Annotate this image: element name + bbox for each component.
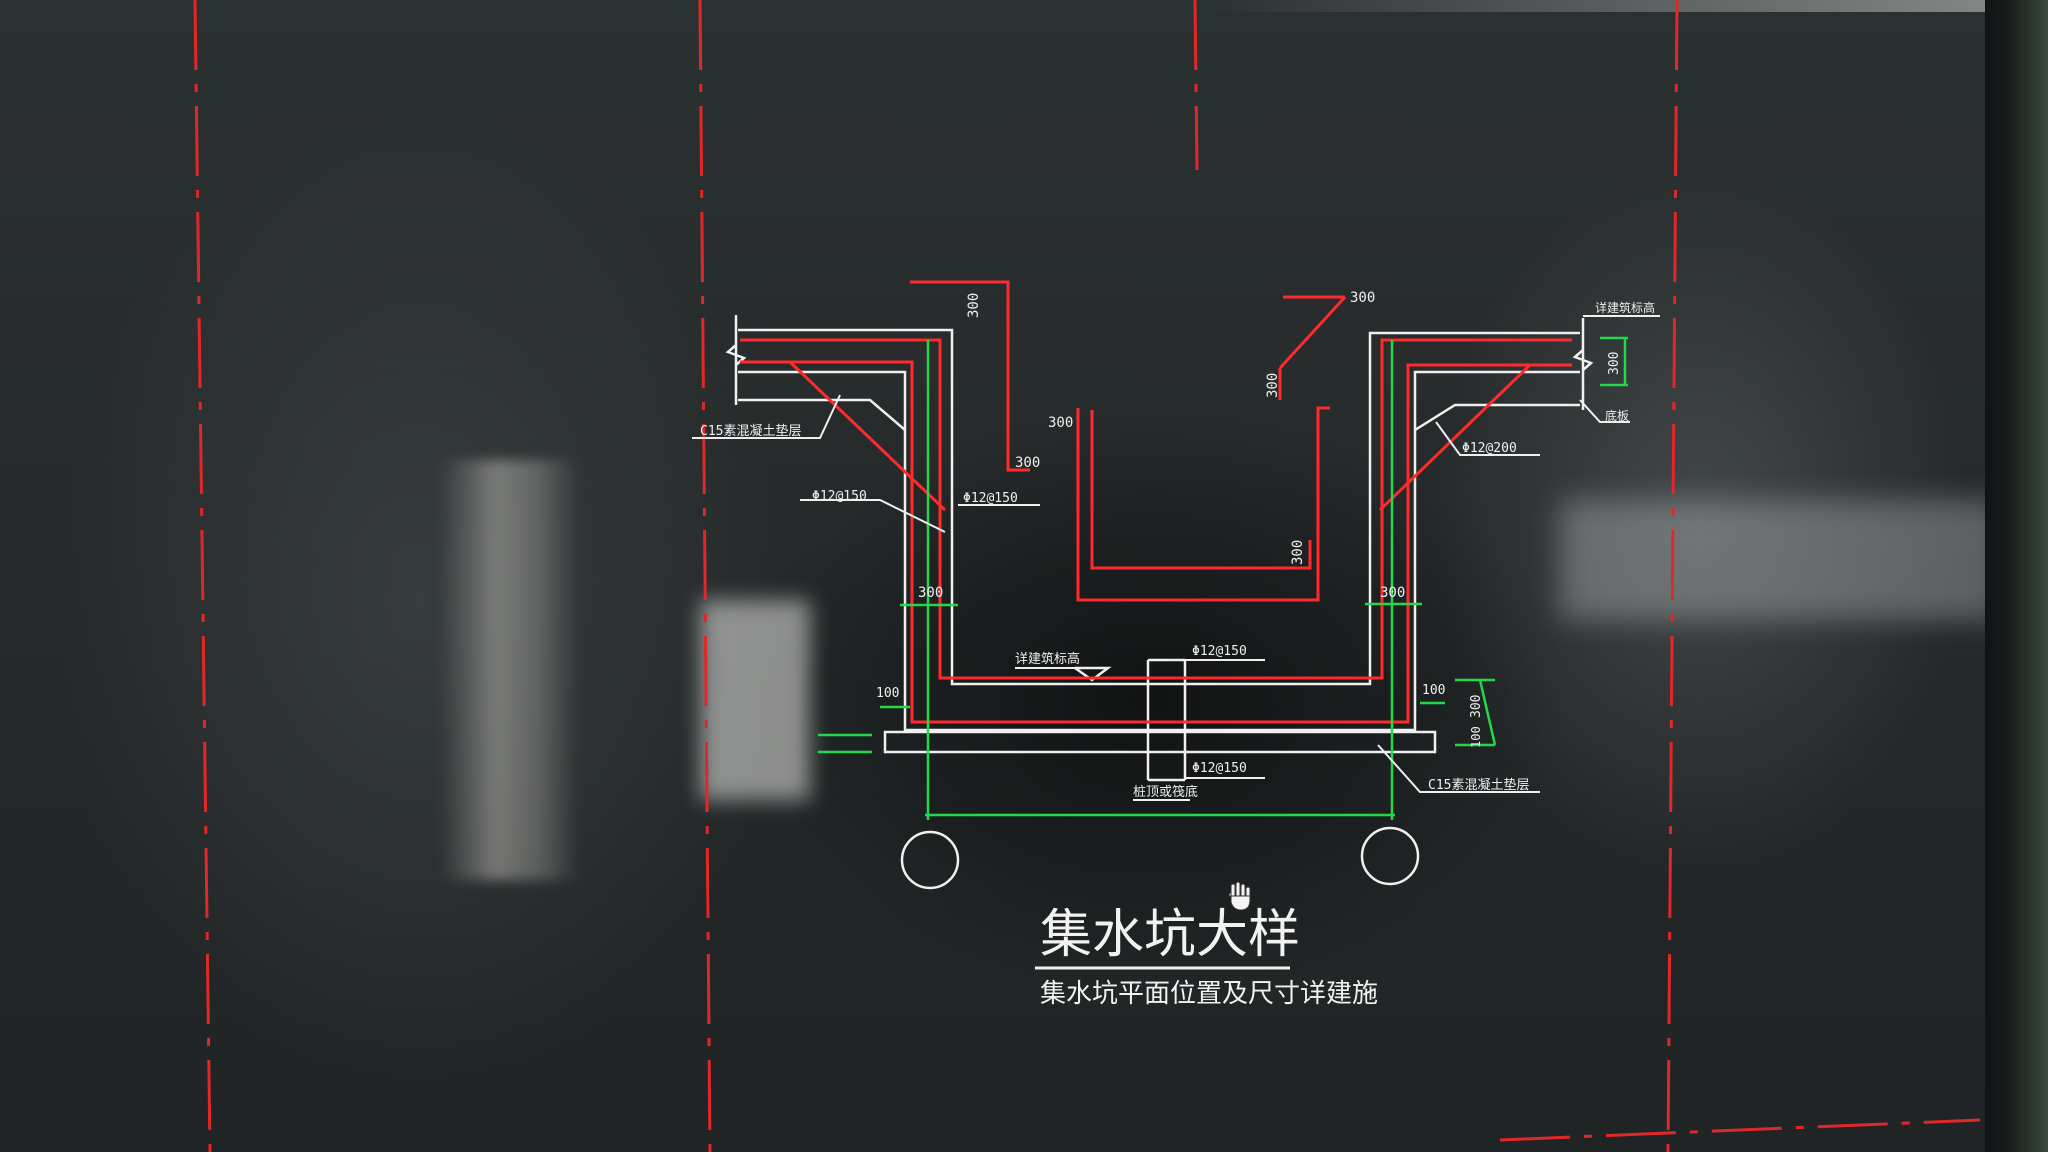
drawing-subtitle: 集水坑平面位置及尺寸详建施 (1040, 979, 1378, 1009)
screen-top-edge (1200, 0, 1985, 12)
rebar-bend (1076, 406, 1330, 602)
dim-text: 300 (966, 293, 982, 318)
dim-text: 300 (1380, 585, 1405, 601)
dim-text: 100 (876, 686, 899, 701)
rebar-inner (740, 338, 1572, 680)
outer-outline (738, 370, 1580, 732)
rebar-outer (740, 360, 1572, 724)
annotation-rebar-right-top: Φ12@200 (1462, 441, 1517, 456)
axis-line (698, 0, 712, 1152)
rebar-lines (740, 280, 1572, 724)
rebar-diagonal (788, 360, 947, 512)
dim-line (1478, 679, 1497, 746)
annotation-c15-left: C15素混凝土垫层 (700, 423, 801, 439)
dim-text: 300 (918, 585, 943, 601)
axis-line (1193, 0, 1199, 171)
elevation-marker (1074, 666, 1112, 682)
axis-line (1499, 1118, 1981, 1142)
dimension-lines (818, 336, 1628, 820)
annotation-pit-floor: 详建筑标高 (1015, 651, 1080, 667)
dim-text: 300 (1290, 540, 1306, 565)
dim-text: 300 (1015, 455, 1040, 471)
annotation-rebar-left-inner: Φ12@150 (963, 491, 1018, 506)
leader-lines (692, 315, 1660, 801)
pit-outline (725, 315, 1594, 970)
window-reflection (700, 600, 810, 800)
monitor-bezel (1985, 0, 2048, 1152)
leader (1377, 744, 1540, 793)
dimension-texts: 300 300 300 300 300 300 300 300 300 300 … (876, 290, 1622, 748)
annotation-rebar-bottom-top: Φ12@150 (1192, 644, 1247, 659)
dim-text: 300 (1469, 695, 1484, 718)
leader (1435, 421, 1540, 456)
annotation-c15-right: C15素混凝土垫层 (1428, 777, 1529, 793)
window-reflection (440, 460, 580, 880)
window-reflection (1560, 500, 2000, 620)
annotation-rebar-left-outer: Φ12@150 (812, 489, 867, 504)
leader (1579, 399, 1630, 423)
annotations: C15素混凝土垫层 Φ12@150 Φ12@150 Φ12@200 详建筑标高 … (700, 300, 1655, 800)
dim-text: 100 (1422, 683, 1445, 698)
axis-bubble-right (1360, 826, 1420, 886)
axis-lines (193, 0, 1981, 1152)
axis-bubble-left (900, 830, 960, 890)
rebar-diagonal (1378, 363, 1532, 512)
rebar-bend (1090, 410, 1312, 570)
slab-bottom-left (738, 398, 906, 431)
annotation-right-top: 详建筑标高 (1595, 300, 1655, 315)
hand-cursor-icon (1228, 881, 1251, 911)
rebar-bend (1278, 295, 1347, 370)
slab-bottom-right (1414, 403, 1580, 432)
dim-text: 100 (1469, 726, 1483, 748)
annotation-right-side: 底板 (1605, 408, 1629, 423)
annotation-pile: 桩顶或筏底 (1133, 784, 1198, 800)
cushion-layer (883, 730, 1437, 754)
leader (800, 499, 946, 533)
inner-outline (738, 328, 1580, 686)
drawing-title: 集水坑大样 (1040, 905, 1300, 965)
annotation-rebar-bottom-low: Φ12@150 (1192, 761, 1247, 776)
break-symbol-right (1572, 349, 1594, 371)
axis-line (1666, 0, 1679, 1152)
dim-text: 300 (1265, 373, 1281, 398)
dim-text: 300 (1048, 415, 1073, 431)
dim-text: 300 (1350, 290, 1375, 306)
dim-text: 300 (1607, 352, 1622, 375)
leader (692, 394, 841, 439)
rebar-bend (910, 280, 1030, 472)
axis-line (193, 0, 212, 1152)
